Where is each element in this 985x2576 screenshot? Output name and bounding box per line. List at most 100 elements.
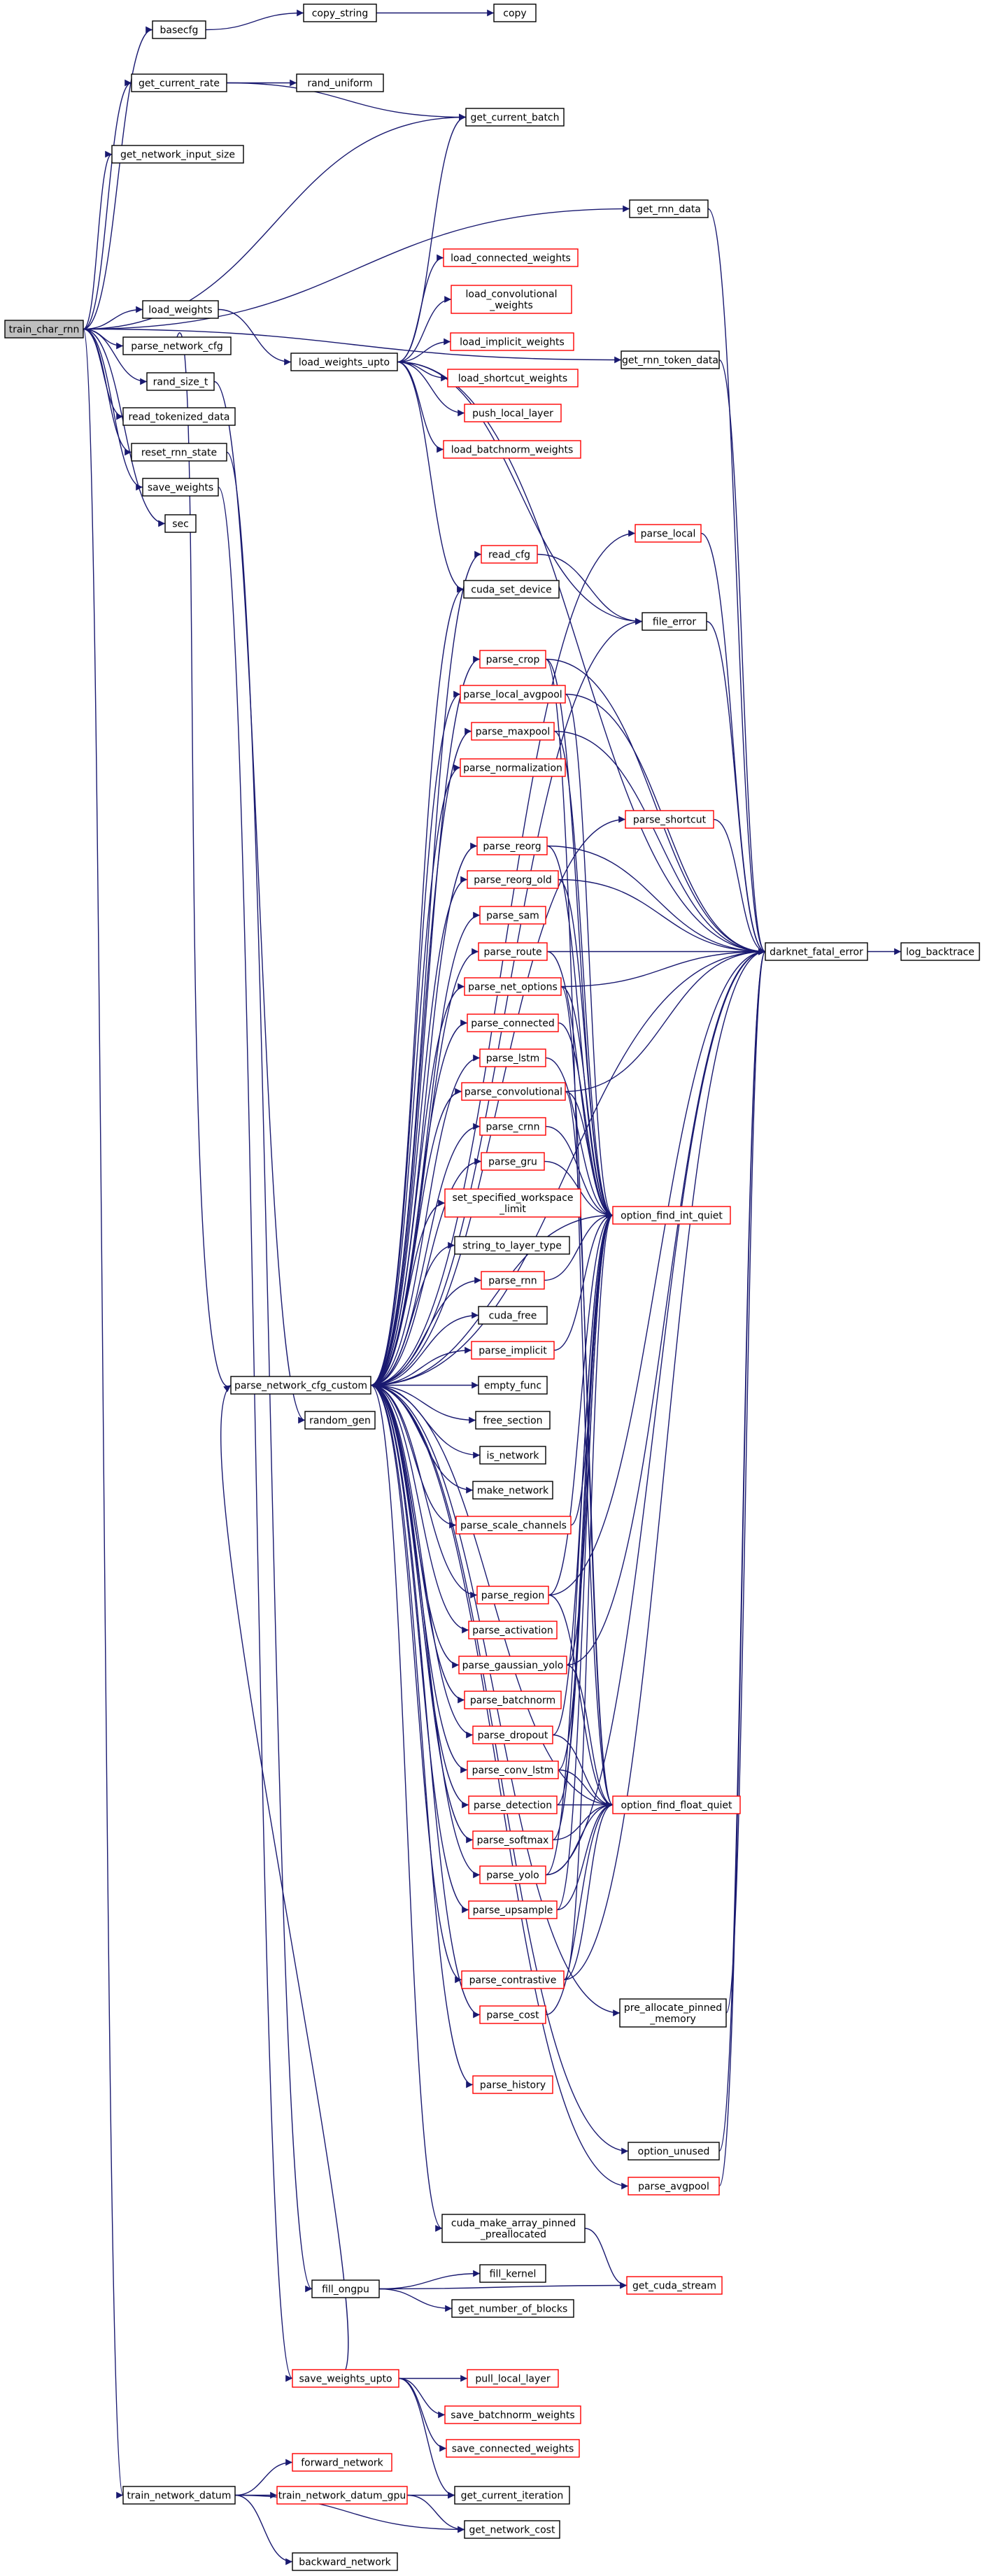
node-basecfg[interactable]: basecfg [152, 20, 206, 39]
node-box-random_gen[interactable] [304, 1411, 376, 1430]
node-random_gen[interactable]: random_gen [304, 1411, 376, 1430]
node-parse_reorg_old[interactable]: parse_reorg_old [467, 870, 559, 889]
node-parse_maxpool[interactable]: parse_maxpool [471, 722, 555, 741]
node-box-is_network[interactable] [479, 1446, 546, 1465]
node-box-read_cfg[interactable] [481, 545, 538, 564]
node-empty_func[interactable]: empty_func [478, 1376, 548, 1395]
node-box-parse_crop[interactable] [479, 650, 546, 669]
node-train_network_datum_gpu[interactable]: train_network_datum_gpu [276, 2486, 408, 2505]
node-parse_history[interactable]: parse_history [472, 2075, 553, 2094]
node-box-load_batchnorm_weights[interactable] [443, 440, 581, 459]
node-box-parse_cost[interactable] [479, 2005, 546, 2024]
node-log_backtrace[interactable]: log_backtrace [900, 942, 980, 961]
node-read_cfg[interactable]: read_cfg [481, 545, 538, 564]
node-box-parse_gaussian_yolo[interactable] [458, 1656, 567, 1674]
node-box-make_network[interactable] [472, 1481, 553, 1500]
node-cuda_make_array_pinned_preallocated[interactable]: cuda_make_array_pinned_preallocated [441, 2214, 586, 2243]
node-box-train_char_rnn[interactable] [4, 320, 84, 339]
node-box-parse_scale_channels[interactable] [455, 1516, 572, 1535]
node-box-copy[interactable] [493, 3, 537, 22]
node-box-rand_uniform[interactable] [296, 73, 384, 92]
node-parse_avgpool[interactable]: parse_avgpool [628, 2177, 720, 2196]
node-box-parse_contrastive[interactable] [461, 1970, 565, 1989]
node-box-parse_region[interactable] [476, 1586, 549, 1604]
node-box-parse_local_avgpool[interactable] [460, 685, 566, 704]
node-box-parse_dropout[interactable] [472, 1725, 553, 1744]
node-sec[interactable]: sec [164, 514, 197, 533]
node-box-reset_rnn_state[interactable] [131, 443, 227, 462]
node-parse_gru[interactable]: parse_gru [481, 1152, 545, 1171]
node-box-push_local_layer[interactable] [464, 404, 562, 422]
node-box-load_implicit_weights[interactable] [450, 332, 574, 351]
node-get_number_of_blocks[interactable]: get_number_of_blocks [451, 2299, 574, 2318]
node-box-parse_reorg[interactable] [476, 837, 548, 855]
node-box-parse_net_options[interactable] [464, 977, 562, 996]
node-load_shortcut_weights[interactable]: load_shortcut_weights [447, 369, 579, 387]
node-make_network[interactable]: make_network [472, 1481, 553, 1500]
node-parse_crnn[interactable]: parse_crnn [479, 1117, 546, 1136]
node-parse_network_cfg[interactable]: parse_network_cfg [122, 336, 232, 355]
node-box-parse_maxpool[interactable] [471, 722, 555, 741]
node-parse_softmax[interactable]: parse_softmax [472, 1830, 553, 1849]
node-box-basecfg[interactable] [152, 20, 206, 39]
node-parse_implicit[interactable]: parse_implicit [471, 1341, 555, 1360]
node-rand_size_t[interactable]: rand_size_t [146, 372, 215, 391]
node-box-train_network_datum_gpu[interactable] [276, 2486, 408, 2505]
node-copy_string[interactable]: copy_string [303, 3, 377, 22]
node-rand_uniform[interactable]: rand_uniform [296, 73, 384, 92]
node-box-parse_avgpool[interactable] [628, 2177, 720, 2196]
node-box-load_convolutional_weights[interactable] [451, 285, 572, 314]
node-box-darknet_fatal_error[interactable] [765, 942, 868, 961]
node-fill_ongpu[interactable]: fill_ongpu [311, 2279, 380, 2298]
node-box-option_find_int_quiet[interactable] [612, 1206, 731, 1225]
node-box-parse_local[interactable] [635, 524, 702, 543]
node-parse_normalization[interactable]: parse_normalization [460, 758, 566, 777]
node-box-backward_network[interactable] [292, 2552, 398, 2571]
node-box-parse_reorg_old[interactable] [467, 870, 559, 889]
node-pre_allocate_pinned_memory[interactable]: pre_allocate_pinned_memory [619, 1998, 727, 2028]
node-free_section[interactable]: free_section [475, 1411, 551, 1430]
node-pull_local_layer[interactable]: pull_local_layer [467, 2369, 559, 2388]
node-box-pre_allocate_pinned_memory[interactable] [619, 1998, 727, 2028]
node-box-cuda_free[interactable] [478, 1306, 548, 1325]
node-parse_network_cfg_custom[interactable]: parse_network_cfg_custom [230, 1376, 371, 1395]
node-train_char_rnn[interactable]: train_char_rnn [4, 320, 84, 339]
node-box-parse_softmax[interactable] [472, 1830, 553, 1849]
node-parse_cost[interactable]: parse_cost [479, 2005, 546, 2024]
node-box-cuda_make_array_pinned_preallocated[interactable] [441, 2214, 586, 2243]
node-parse_yolo[interactable]: parse_yolo [479, 1865, 546, 1884]
node-box-string_to_layer_type[interactable] [454, 1236, 570, 1255]
node-save_weights_upto[interactable]: save_weights_upto [292, 2369, 399, 2388]
node-backward_network[interactable]: backward_network [292, 2552, 398, 2571]
node-box-file_error[interactable] [642, 612, 707, 631]
node-box-parse_crnn[interactable] [479, 1117, 546, 1136]
node-parse_dropout[interactable]: parse_dropout [472, 1725, 553, 1744]
node-forward_network[interactable]: forward_network [292, 2453, 392, 2472]
node-parse_local[interactable]: parse_local [635, 524, 702, 543]
node-box-get_network_input_size[interactable] [111, 145, 244, 164]
node-box-get_network_cost[interactable] [464, 2520, 560, 2539]
node-string_to_layer_type[interactable]: string_to_layer_type [454, 1236, 570, 1255]
node-box-save_weights[interactable] [142, 478, 219, 497]
node-box-empty_func[interactable] [478, 1376, 548, 1395]
node-box-read_tokenized_data[interactable] [122, 407, 236, 426]
node-box-pull_local_layer[interactable] [467, 2369, 559, 2388]
node-box-fill_ongpu[interactable] [311, 2279, 380, 2298]
node-box-parse_activation[interactable] [468, 1621, 558, 1639]
node-copy[interactable]: copy [493, 3, 537, 22]
node-cuda_set_device[interactable]: cuda_set_device [463, 580, 560, 599]
node-parse_detection[interactable]: parse_detection [468, 1795, 558, 1814]
node-box-parse_network_cfg_custom[interactable] [230, 1376, 371, 1395]
node-box-parse_network_cfg[interactable] [122, 336, 232, 355]
node-box-save_batchnorm_weights[interactable] [444, 2405, 581, 2424]
node-reset_rnn_state[interactable]: reset_rnn_state [131, 443, 227, 462]
node-load_connected_weights[interactable]: load_connected_weights [443, 248, 579, 267]
node-box-get_current_iteration[interactable] [454, 2486, 570, 2505]
node-box-get_current_batch[interactable] [465, 108, 565, 127]
node-box-parse_connected[interactable] [467, 1013, 559, 1032]
node-box-get_current_rate[interactable] [131, 73, 227, 92]
node-box-forward_network[interactable] [292, 2453, 392, 2472]
node-load_batchnorm_weights[interactable]: load_batchnorm_weights [443, 440, 581, 459]
node-box-parse_yolo[interactable] [479, 1865, 546, 1884]
node-box-parse_normalization[interactable] [460, 758, 566, 777]
